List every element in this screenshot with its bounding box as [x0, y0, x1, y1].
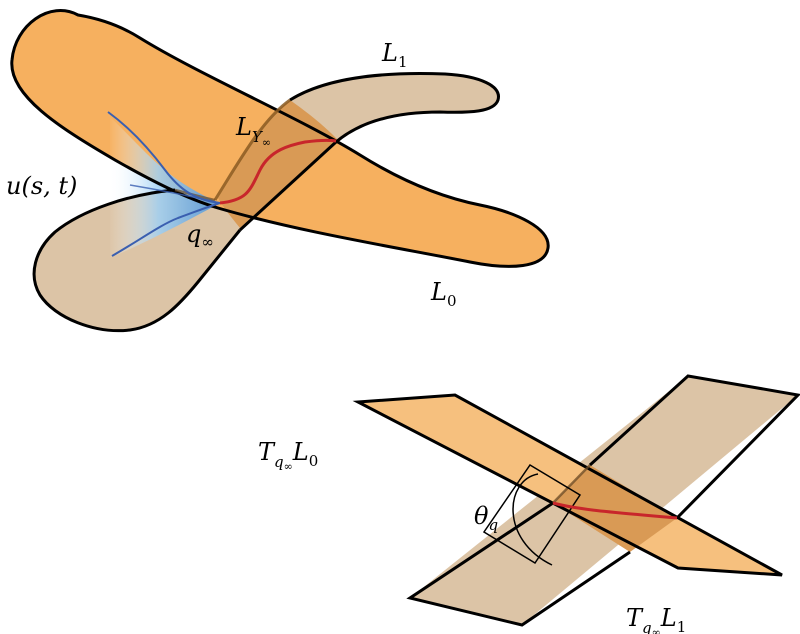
L1-edge-under — [174, 188, 216, 202]
LY-label: LY∞ — [235, 113, 271, 149]
red-curve-top — [219, 138, 337, 205]
theta-label: θq — [474, 502, 498, 534]
u-curve-bottom — [111, 202, 221, 257]
L0-label: L0 — [430, 278, 456, 310]
L1-label: L1 — [381, 39, 407, 71]
TL0-outline — [352, 393, 783, 577]
red-curve-bottom — [552, 501, 678, 520]
angle-square — [482, 463, 582, 565]
overlap-region — [218, 100, 338, 228]
TL0-label: Tq∞L0 — [258, 438, 318, 473]
L1-edge-hidden-left — [213, 98, 291, 201]
L1-outline-upper — [289, 71, 500, 144]
u-curve-mid — [129, 184, 221, 204]
TL1-outline-lower — [406, 501, 631, 627]
TL1-label: Tq∞L1 — [626, 604, 686, 634]
L1-edge-hidden-diag — [238, 140, 338, 232]
tangent-overlap — [553, 465, 677, 552]
L1-outline-lower — [32, 188, 242, 333]
angle-arc — [512, 473, 553, 566]
TL1-hidden-edge — [552, 464, 591, 504]
u-label: u(s, t) — [6, 172, 77, 200]
L0-outline — [10, 9, 550, 268]
qinf-label: q∞ — [186, 220, 214, 251]
TL1-outline — [588, 374, 800, 520]
